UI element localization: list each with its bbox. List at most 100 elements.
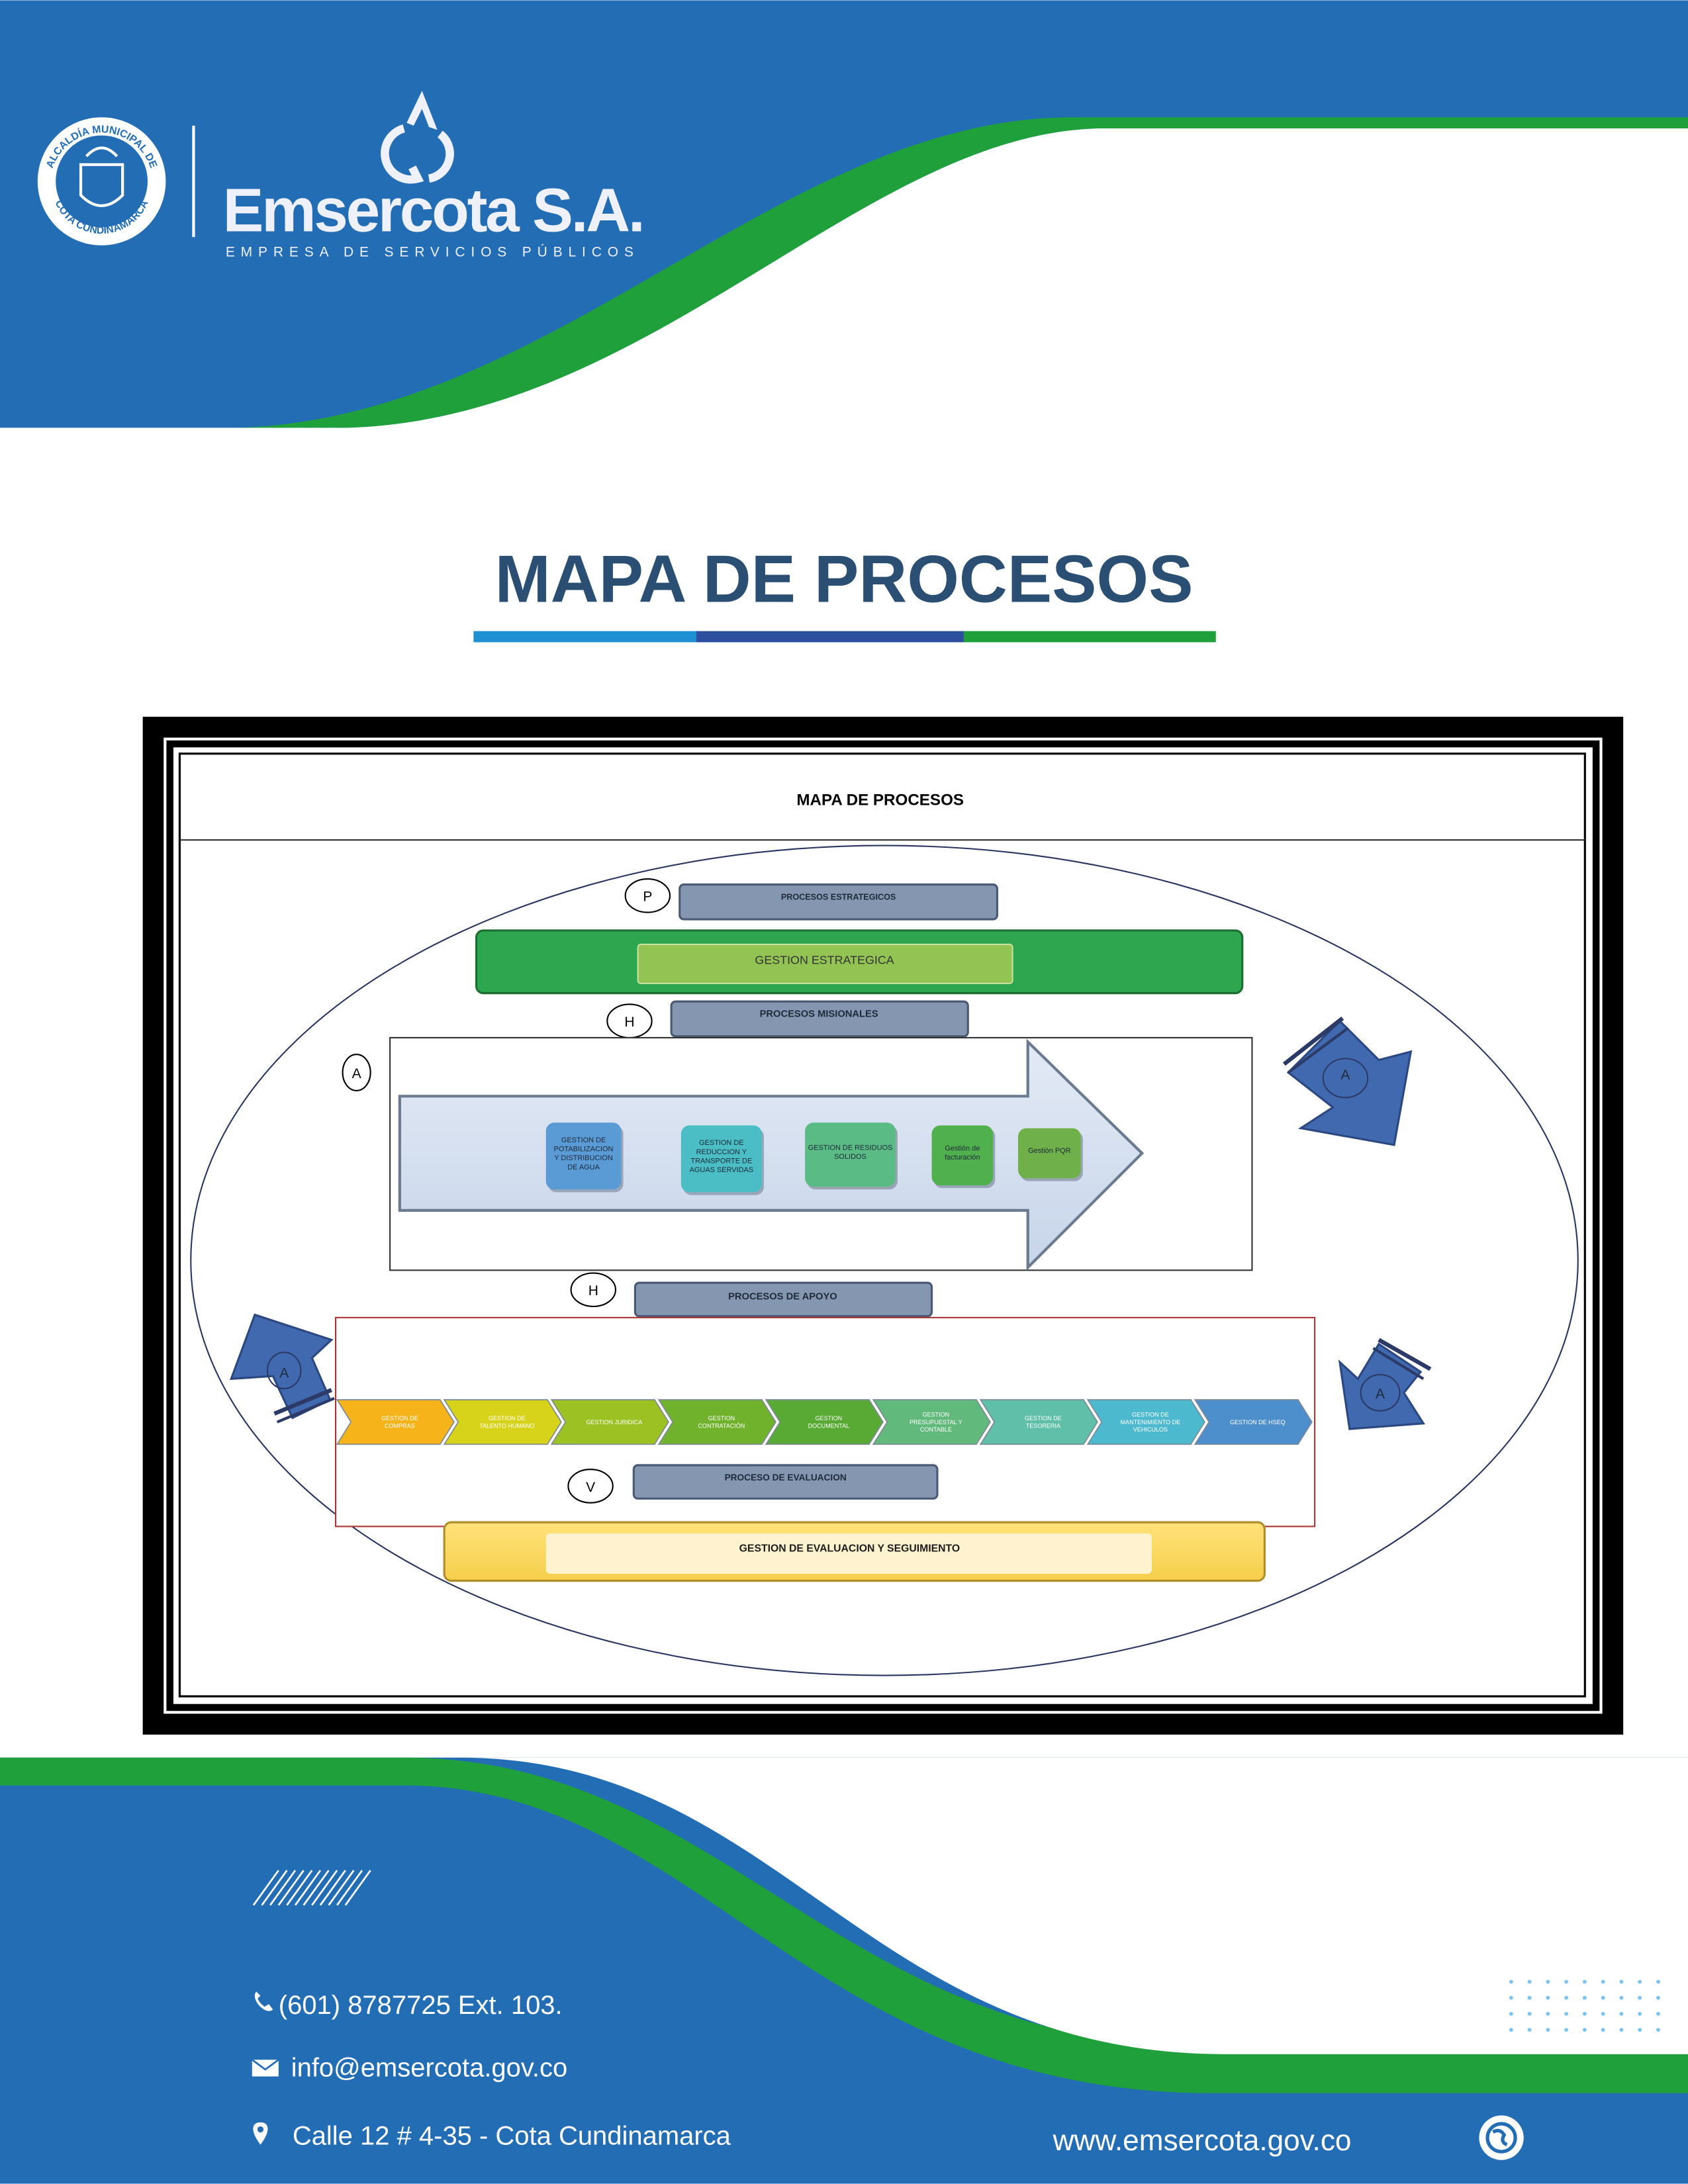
apoyo-text-line: TESORERIA — [1026, 1422, 1060, 1429]
a-arrow-icon-left: A — [229, 1313, 335, 1424]
label-a-left-arrow: A — [279, 1365, 289, 1381]
decor-dot — [1564, 1979, 1569, 1984]
decor-dot — [1638, 1995, 1642, 2000]
label-p-circle — [624, 878, 671, 913]
decor-dot — [1601, 1979, 1605, 1984]
gestion-estrategica-box — [637, 943, 1013, 984]
apoyo-text-line: VEHICULOS — [1133, 1426, 1168, 1433]
phone-icon — [254, 1991, 273, 2011]
decor-dot — [1619, 1979, 1624, 1984]
email-link[interactable]: info@emsercota.gov.co — [291, 2053, 568, 2082]
gestion-estrategica-label: GESTION ESTRATEGICA — [755, 953, 894, 966]
decor-dot — [1564, 2028, 1569, 2032]
procesos-estrategicos-bar — [679, 883, 999, 921]
apoyo-text-line: COMPRAS — [385, 1422, 415, 1429]
decor-dot — [1582, 2028, 1587, 2032]
mision-text-line: SOLIDOS — [834, 1153, 867, 1161]
website-link[interactable]: www.emsercota.gov.co — [1053, 2124, 1352, 2157]
envelope-icon — [252, 2059, 279, 2077]
mision-process-box: Gestión PQR — [1017, 1128, 1083, 1181]
apoyo-text-line: GESTION — [923, 1411, 950, 1418]
mision-text-line: POTABILIZACION — [554, 1146, 614, 1154]
globe-icon — [1479, 2115, 1524, 2160]
diagram-title: MAPA DE PROCESOS — [796, 792, 964, 809]
apoyo-text-line: DOCUMENTAL — [808, 1422, 850, 1429]
gestion-evaluacion-label: GESTION DE EVALUACION Y SEGUIMIENTO — [739, 1543, 960, 1554]
decor-dot — [1509, 2028, 1513, 2032]
mision-text-line: facturación — [945, 1154, 980, 1161]
label-p: P — [643, 889, 652, 905]
water-drop-recycle-icon — [381, 91, 454, 184]
decor-dot — [1509, 1979, 1513, 1984]
decor-dot — [1564, 2011, 1569, 2016]
apoyo-process-chevron: GESTION JURIDICA — [550, 1399, 669, 1445]
decor-dot — [1619, 2011, 1624, 2016]
apoyo-text-line: GESTION — [816, 1415, 843, 1422]
mision-text-line: REDUCCION Y — [696, 1148, 747, 1156]
apoyo-process-chevron: GESTION DE HSEQ — [1194, 1399, 1313, 1445]
decor-dot — [1582, 1979, 1587, 1984]
decor-dot — [1638, 1979, 1642, 1984]
decor-dot — [1509, 2011, 1513, 2016]
mision-text-line: TRANSPORTE DE — [690, 1157, 752, 1165]
diagonal-stripes-decoration — [252, 1870, 371, 1906]
proceso-evaluacion-label: PROCESO DE EVALUACION — [725, 1473, 847, 1482]
decor-dot — [1564, 1995, 1569, 2000]
brand-tagline: EMPRESA DE SERVICIOS PÚBLICOS — [226, 245, 639, 260]
mision-text-line: AGUAS SERVIDAS — [690, 1166, 753, 1174]
apoyo-text-line: CONTABLE — [920, 1426, 952, 1433]
decor-dot — [1546, 2028, 1550, 2032]
apoyo-text-line: CONTRATACIÓN — [698, 1422, 745, 1429]
decor-dot — [1619, 1995, 1624, 2000]
apoyo-text-line: GESTION DE — [489, 1415, 526, 1422]
label-a-left: A — [352, 1066, 361, 1081]
phone-text: (601) 8787725 Ext. 103. — [279, 1991, 563, 2020]
footer-address: Calle 12 # 4-35 - Cota Cundinamarca — [253, 2122, 731, 2151]
decor-dot — [1546, 1995, 1550, 2000]
mision-text-line: Gestión PQR — [1028, 1147, 1071, 1155]
decor-dot — [1582, 1995, 1587, 2000]
procesos-estrategicos-label: PROCESOS ESTRATEGICOS — [781, 893, 896, 902]
mision-text-line: Gestión de — [945, 1145, 980, 1153]
a-arrow-icon-bottom-right: A — [1338, 1338, 1432, 1430]
procesos-misionales-label: PROCESOS MISIONALES — [760, 1009, 878, 1019]
decor-dot — [1619, 2028, 1624, 2032]
decor-dot — [1601, 1995, 1605, 2000]
apoyo-text-line: GESTION JURIDICA — [586, 1419, 642, 1426]
decor-dot — [1656, 2011, 1660, 2016]
alcaldia-seal-logo: ALCALDÍA MUNICIPAL DE COTA CUNDINAMARCA — [37, 117, 166, 246]
proceso-evaluacion-bar — [632, 1464, 939, 1500]
decor-dot — [1601, 2011, 1605, 2016]
decor-dot — [1546, 2011, 1550, 2016]
address-text: Calle 12 # 4-35 - Cota Cundinamarca — [293, 2122, 731, 2151]
brand-name: Emsercota S.A. — [223, 176, 643, 245]
location-pin-icon — [253, 2122, 268, 2145]
label-a-top-right: A — [1340, 1068, 1350, 1083]
page-title: MAPA DE PROCESOS — [495, 542, 1194, 616]
label-a-bottom-right: A — [1376, 1387, 1385, 1402]
procesos-apoyo-bar — [633, 1281, 933, 1318]
apoyo-text-line: GESTION DE HSEQ — [1230, 1419, 1286, 1426]
mision-text-line: GESTION DE — [561, 1136, 606, 1144]
mision-text-line: GESTION DE — [699, 1139, 743, 1147]
label-h-misionales: H — [624, 1015, 634, 1030]
decor-dot — [1638, 2028, 1642, 2032]
decor-dot — [1601, 2028, 1605, 2032]
apoyo-text-line: GESTION — [708, 1415, 735, 1422]
decor-dot — [1656, 1995, 1660, 2000]
footer-phone: (601) 8787725 Ext. 103. — [254, 1991, 563, 2020]
decor-dot — [1638, 2011, 1642, 2016]
logo-divider — [192, 125, 195, 238]
decor-dot — [1527, 2028, 1532, 2032]
